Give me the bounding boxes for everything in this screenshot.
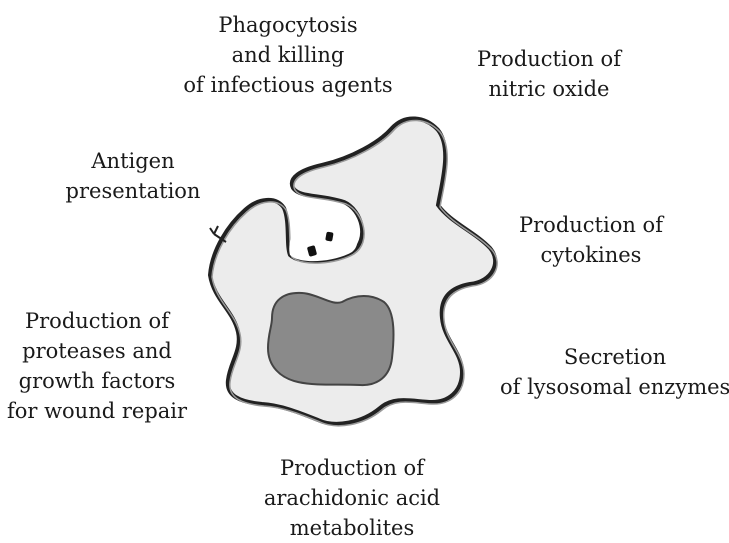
label-nitric-oxide: Production of nitric oxide — [464, 44, 634, 104]
label-lysosomal-enzymes: Secretion of lysosomal enzymes — [500, 342, 729, 402]
label-arachidonic: Production of arachidonic acid metabolit… — [262, 453, 442, 543]
phagocytic-pocket — [289, 214, 357, 261]
label-antigen-presentation: Antigen presentation — [58, 146, 208, 206]
label-cytokines: Production of cytokines — [506, 210, 676, 270]
label-proteases: Production of proteases and growth facto… — [4, 306, 190, 426]
label-phagocytosis: Phagocytosis and killing of infectious a… — [178, 10, 398, 100]
nucleus — [268, 293, 394, 385]
